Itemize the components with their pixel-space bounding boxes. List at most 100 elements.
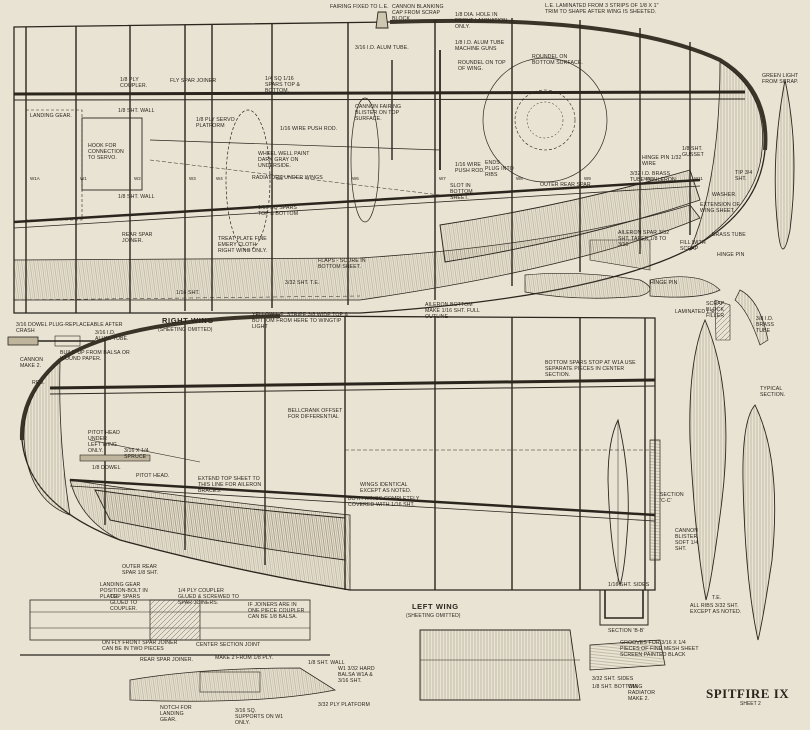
callout: SCRAP BLOCK FILLER [706, 301, 725, 319]
callout: AILERON SPAR 3/32 SHT. TAPER 1/8 TO 3/16 [618, 230, 670, 248]
drawing-title: SPITFIRE IX [706, 686, 790, 701]
rear-spar-joiner [129, 667, 337, 702]
callout: 1/8 SHT. WALL [118, 194, 155, 200]
typical-section-2 [742, 404, 776, 641]
callout: RADIATORS UNDER WINGS [252, 175, 323, 181]
left-wing-heading: LEFT WING [412, 602, 459, 611]
callout: SLOT IN BOTTOM SHEET. [450, 183, 473, 201]
radiator-outline [350, 97, 380, 223]
rib-label: W6 [352, 176, 359, 181]
callout: L.E. LAMINATED FROM 3 STRIPS OF 1/8 x 1"… [545, 3, 659, 15]
callout: 3/8 I.D. BRASS TUBE [756, 316, 775, 334]
callout: EXTENSION OF WING SHEET. [700, 202, 740, 214]
right-wing-heading: RIGHT WING [162, 316, 214, 325]
callout: BUILD UP FROM BALSA OR WOUND PAPER. [60, 350, 130, 362]
detail-note: 3/32 SHT. SIDES [592, 676, 634, 682]
right-wing-leading-edge [389, 18, 768, 151]
rib-label: W1A [30, 176, 40, 181]
rib-label: W11 [694, 176, 703, 181]
callout: BOTTOM SPARS STOP AT W1A USE SEPARATE PI… [545, 360, 636, 378]
callout: FLY SPAR JOINER [170, 78, 217, 84]
callout: ENDS PLUG INTO RIBS [485, 160, 514, 178]
callout: 1/4 SQ 1/16 SPARS TOP & BOTTOM. [265, 76, 301, 94]
callout: 1/8 DOWEL [92, 465, 121, 471]
callout: BELLCRANK OFFSET FOR DIFFERENTIAL [288, 408, 343, 420]
pitot-head [79, 454, 151, 462]
callout: 1/8 DIA. HOLE IN FRONT LAMINATION ONLY. [455, 12, 508, 30]
push-rod [149, 139, 441, 151]
callout: 1/8 I.D. ALUM TUBE MACHINE GUNS [455, 40, 505, 52]
callout: BOTH WINGS COMPLETELY COVERED WITH 1/16 … [348, 496, 420, 508]
callout: WINGS IDENTICAL EXCEPT AS NOTED. [360, 482, 412, 494]
cannon-blister-label: CANNON BLISTER SOFT 1/4 SHT. [675, 528, 699, 552]
callout: 1/4 PLY COUPLER GLUED & SCREWED TO SPAR … [178, 588, 239, 606]
cannon-blister [734, 289, 769, 346]
section-b-label: SECTION 'B-B' [608, 628, 645, 634]
rib-label: W3 [189, 176, 196, 181]
main-spar [13, 98, 746, 101]
aileron [439, 169, 701, 263]
callout: AILERON BOTTOM MAKE 1/16 SHT. FULL OUTLI… [425, 302, 480, 320]
rib-label: W9 [584, 176, 591, 181]
section-c-c [607, 418, 629, 587]
callout: 3/32 PLY PLATFORM [318, 702, 370, 708]
callout: MAKE 2 FROM 1/8 PLY. [215, 655, 274, 661]
rib-label: W1 [80, 176, 87, 181]
callout: TOP SPARS GLUED TO COUPLER. [110, 594, 141, 612]
roundel-bottom [514, 89, 576, 151]
callout: HINGE PIN 1/32 WIRE [642, 155, 682, 167]
rib-label: W5 [276, 176, 283, 181]
left-wing-leading-edge [19, 314, 281, 441]
callout: ON FLY FRONT SPAR JOINER CAN BE IN TWO P… [102, 640, 178, 652]
callout: YELLOW L.E. STRIPE 3/8 WIDE TOP & BOTTOM… [252, 312, 349, 330]
callout: 3/16 x 1/4 SPRUCE [124, 448, 149, 460]
wing-radiator [419, 629, 666, 701]
callout: OUTER REAR SPAR. [540, 182, 593, 188]
callout: LANDING GEAR. [30, 113, 72, 119]
callout: TREAT PLATE FINE EMERY CLOTH RIGHT WING … [218, 236, 268, 254]
callout: 1/8 SHT. GUSSET [682, 146, 704, 158]
callout: 1/8 PLY SERVO PLATFORM [196, 117, 235, 129]
rib-label: W10 [644, 176, 654, 181]
rear-spar [13, 178, 701, 224]
detail-note: HINGE PIN [650, 280, 678, 286]
callout: BRASS TUBE [712, 232, 746, 238]
callout: RED. [32, 380, 45, 386]
left-wing-tip [23, 361, 71, 516]
callout: WASHER. [712, 192, 737, 198]
section-views [524, 79, 795, 641]
detail-note: ALL RIBS 3/32 SHT. EXCEPT AS NOTED. [690, 603, 742, 615]
right-wing-ribs [25, 18, 691, 313]
callout: 1/8 PLY COUPLER. [120, 77, 148, 89]
callout: ROUNDEL ON TOP OF WING. [458, 60, 506, 72]
cannon-fairing [375, 11, 389, 29]
rib-label: W4 [216, 176, 223, 181]
wheel-well [225, 109, 271, 251]
left-wing-subheading: (SHEETING OMITTED) [406, 613, 461, 619]
typical-section-label: TYPICAL SECTION. [760, 386, 786, 398]
callout: IF JOINERS ARE IN ONE PIECE COUPLER CAN … [248, 602, 305, 620]
callout: 3/16 SQ. SUPPORTS ON W1 ONLY. [235, 708, 284, 726]
callout: LAMINATED L.E. [675, 309, 717, 315]
callout: 3/16 I.D. ALUM TUBE. [355, 45, 409, 51]
detail-note: 1/8 SHT. BOTTOM. [592, 684, 639, 690]
callout: WHEEL WELL PAINT DARK GRAY ON UNDERSIDE. [258, 151, 310, 169]
callout: HOOK FOR CONNECTION TO SERVO. [88, 143, 124, 161]
callout: FLAPS - SCORE IN BOTTOM SHEET. [318, 258, 366, 270]
callout: 3/16 I.D. ALUM. TUBE. [95, 330, 129, 342]
rib-label: W8 [516, 176, 523, 181]
callout: TIP 3/4 SHT. [735, 170, 753, 182]
callout: FILL WITH SCRAP [680, 240, 706, 252]
callout: GREEN LIGHT FROM SCRAP. [762, 73, 799, 85]
callout: HINGE PIN [717, 252, 745, 258]
callout: 1/16 WIRE PUSH ROD. [455, 162, 485, 174]
rib-label: W2 [134, 176, 141, 181]
detail-note: T.E. [712, 595, 722, 601]
detail-note: GROOVES FOR 3/16 x 1/4 PIECES OF FINE ME… [620, 640, 699, 658]
callout: 3/32 SHT. T.E. [285, 280, 320, 286]
callout: OUTER REAR SPAR 1/8 SHT. [122, 564, 159, 576]
left-wing [19, 314, 656, 591]
spar-joiners [20, 599, 337, 702]
